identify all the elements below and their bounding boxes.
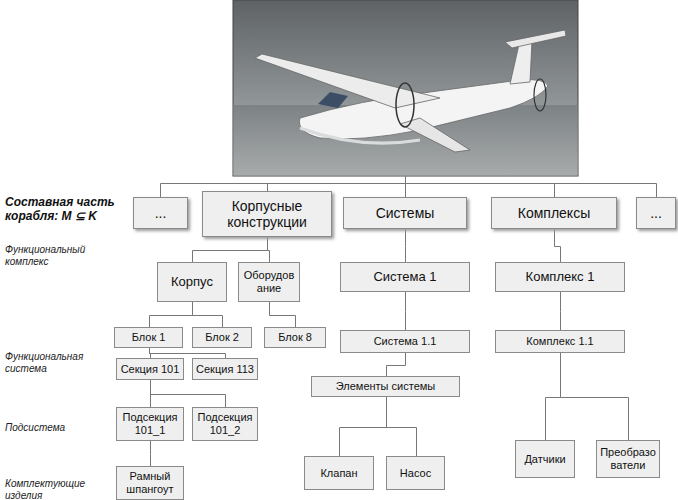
box-text: Комплекс 1.1 [526, 335, 593, 348]
tree-connector [193, 237, 268, 262]
component-box: Клапан [304, 456, 374, 490]
component-box: Оборудование [238, 262, 300, 302]
component-box: Корпус [157, 262, 227, 302]
level-label: Подсистема [5, 422, 110, 434]
component-box: Подсекция 101_2 [192, 407, 258, 441]
level-heading: Составная часть корабля: M ⊆ K [5, 196, 130, 224]
box-text: Датчики [524, 453, 565, 466]
level-label: Функциональный комплекс [5, 244, 110, 267]
ekranoplan-photo [233, 0, 578, 176]
component-box: Преобразователи [596, 440, 660, 478]
component-box: Блок 2 [192, 327, 252, 348]
box-text: Блок 8 [278, 331, 312, 344]
component-box: Блок 1 [114, 327, 183, 348]
level-label: Комплектующие изделия [5, 478, 110, 500]
box-text: Подсекция 101_1 [120, 411, 180, 436]
part-box: Комплексы [491, 197, 617, 229]
box-text: Комплекс 1 [526, 270, 595, 285]
tree-connector [270, 302, 296, 327]
box-text: Корпусные конструкции [206, 198, 328, 230]
box-text: Преобразователи [600, 446, 656, 471]
box-text: Рамный шпангоут [120, 470, 180, 495]
box-text: Корпус [171, 275, 213, 290]
box-text: Секция 101 [121, 363, 180, 376]
component-box: Секция 113 [192, 358, 258, 380]
box-text: ... [155, 205, 167, 221]
box-text: ... [650, 205, 662, 221]
part-box: ... [133, 197, 188, 229]
tree-connector [193, 302, 223, 327]
tree-connector [405, 292, 406, 330]
tree-connector [555, 229, 561, 262]
box-text: Насос [400, 467, 431, 480]
component-box: Подсекция 101_1 [116, 407, 184, 441]
tree-connector [387, 353, 406, 376]
tree-connector [150, 441, 151, 466]
box-text: Системы [376, 205, 435, 221]
level-label: Функциональная система [5, 351, 110, 374]
box-text: Комплексы [518, 205, 590, 221]
component-box: Комплекс 1.1 [495, 330, 625, 353]
tree-connector [561, 353, 629, 440]
component-box: Элементы системы [311, 376, 460, 397]
tree-connector [546, 353, 561, 440]
component-box: Датчики [515, 440, 575, 478]
component-box: Секция 101 [116, 358, 184, 380]
box-text: Блок 2 [205, 331, 239, 344]
tree-connector [560, 292, 561, 330]
tree-connector [387, 397, 417, 456]
box-text: Элементы системы [336, 380, 435, 393]
component-box: Рамный шпангоут [116, 466, 184, 500]
box-text: Блок 1 [132, 331, 166, 344]
tree-connector [268, 237, 270, 262]
component-box: Система 1.1 [340, 330, 470, 353]
box-text: Система 1 [373, 270, 436, 285]
box-text: Оборудование [242, 269, 296, 294]
component-box: Комплекс 1 [495, 262, 625, 292]
tree-connector [340, 397, 387, 456]
component-box: Система 1 [340, 262, 470, 292]
tree-connector [151, 380, 226, 407]
part-box: ... [636, 197, 676, 229]
tree-connector [150, 302, 193, 327]
box-text: Подсекция 101_2 [196, 411, 254, 436]
box-text: Система 1.1 [374, 335, 437, 348]
box-text: Секция 113 [196, 363, 254, 376]
component-box: Насос [386, 456, 445, 490]
box-text: Клапан [320, 467, 357, 480]
tree-connector [150, 348, 226, 358]
tree-connector [405, 229, 406, 262]
part-box: Корпусные конструкции [202, 191, 332, 237]
component-box: Блок 8 [264, 327, 326, 348]
part-box: Системы [343, 197, 467, 229]
